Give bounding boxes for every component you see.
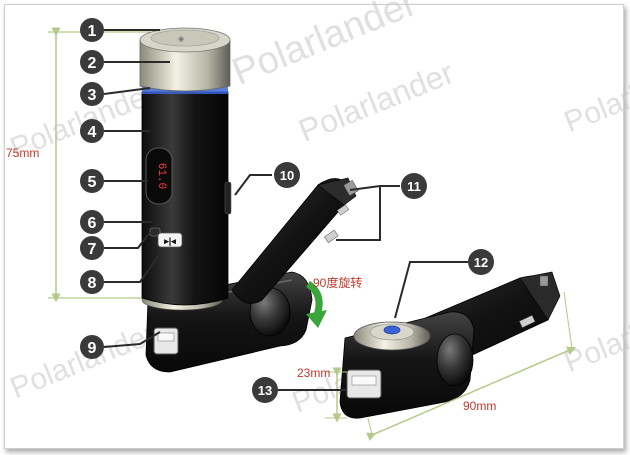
led-ring — [383, 325, 401, 335]
svg-text:◉: ◉ — [178, 36, 184, 43]
callout-4: 4 — [80, 119, 104, 143]
callout-13: 13 — [252, 377, 278, 403]
svg-text:5: 5 — [88, 174, 97, 191]
side-slot — [224, 181, 232, 215]
svg-text:▸|◂: ▸|◂ — [163, 236, 176, 246]
callout-10: 10 — [274, 162, 300, 188]
rotation-indicator: 90度旋转 — [305, 275, 362, 328]
callout-8: 8 — [80, 270, 104, 294]
height-label: 75mm — [6, 146, 39, 160]
device-body — [141, 91, 229, 306]
svg-text:9: 9 — [88, 340, 97, 357]
svg-text:12: 12 — [474, 255, 488, 270]
spring-contact — [519, 314, 536, 328]
plug-tip — [343, 179, 359, 197]
display-readout: 61.0 — [155, 163, 167, 189]
fm-transmitter-folded — [339, 271, 561, 419]
port-height-dimension: 23mm — [297, 366, 347, 423]
callout-6: 6 — [80, 210, 104, 234]
callout-11: 11 — [401, 173, 427, 199]
length-dimension: 90mm — [366, 291, 577, 441]
svg-text:7: 7 — [88, 241, 97, 258]
svg-text:3: 3 — [88, 87, 97, 104]
callout-9: 9 — [80, 335, 104, 359]
svg-text:13: 13 — [258, 383, 272, 398]
svg-text:10: 10 — [280, 168, 294, 183]
spring-contact — [336, 204, 350, 216]
spring-contact — [324, 229, 339, 244]
power-button — [150, 29, 220, 47]
led-display — [145, 147, 173, 205]
fm-transmitter-upright: ◉ 61.0 ▸|◂ — [139, 27, 313, 373]
callout-leaders — [103, 29, 468, 391]
callout-1: 1 — [80, 18, 104, 42]
swivel-knob — [436, 333, 474, 387]
control-button — [157, 232, 183, 248]
fm-transmitter-plug — [231, 177, 359, 304]
callout-2: 2 — [80, 50, 104, 74]
callout-5: 5 — [80, 169, 104, 193]
silver-cap — [139, 39, 231, 92]
svg-text:6: 6 — [88, 215, 97, 232]
callout-7: 7 — [80, 236, 104, 260]
callout-3: 3 — [80, 82, 104, 106]
svg-text:8: 8 — [88, 275, 97, 292]
callout-12: 12 — [468, 249, 494, 275]
rotation-label: 90度旋转 — [313, 275, 362, 290]
svg-text:11: 11 — [407, 179, 421, 194]
watermark: Polarlander — [294, 54, 460, 149]
svg-text:4: 4 — [88, 124, 97, 141]
height-dimension: 75mm — [6, 27, 168, 303]
callout-badges: 1 2 3 4 5 6 7 8 9 10 11 12 13 — [80, 18, 494, 403]
length-label: 90mm — [463, 399, 496, 413]
watermark: Polarlander — [560, 51, 630, 139]
plug-tip — [539, 275, 549, 287]
port-height-label: 23mm — [297, 366, 330, 380]
watermark: Polarlander — [6, 317, 161, 405]
svg-text:1: 1 — [88, 23, 97, 40]
svg-text:2: 2 — [88, 55, 97, 72]
